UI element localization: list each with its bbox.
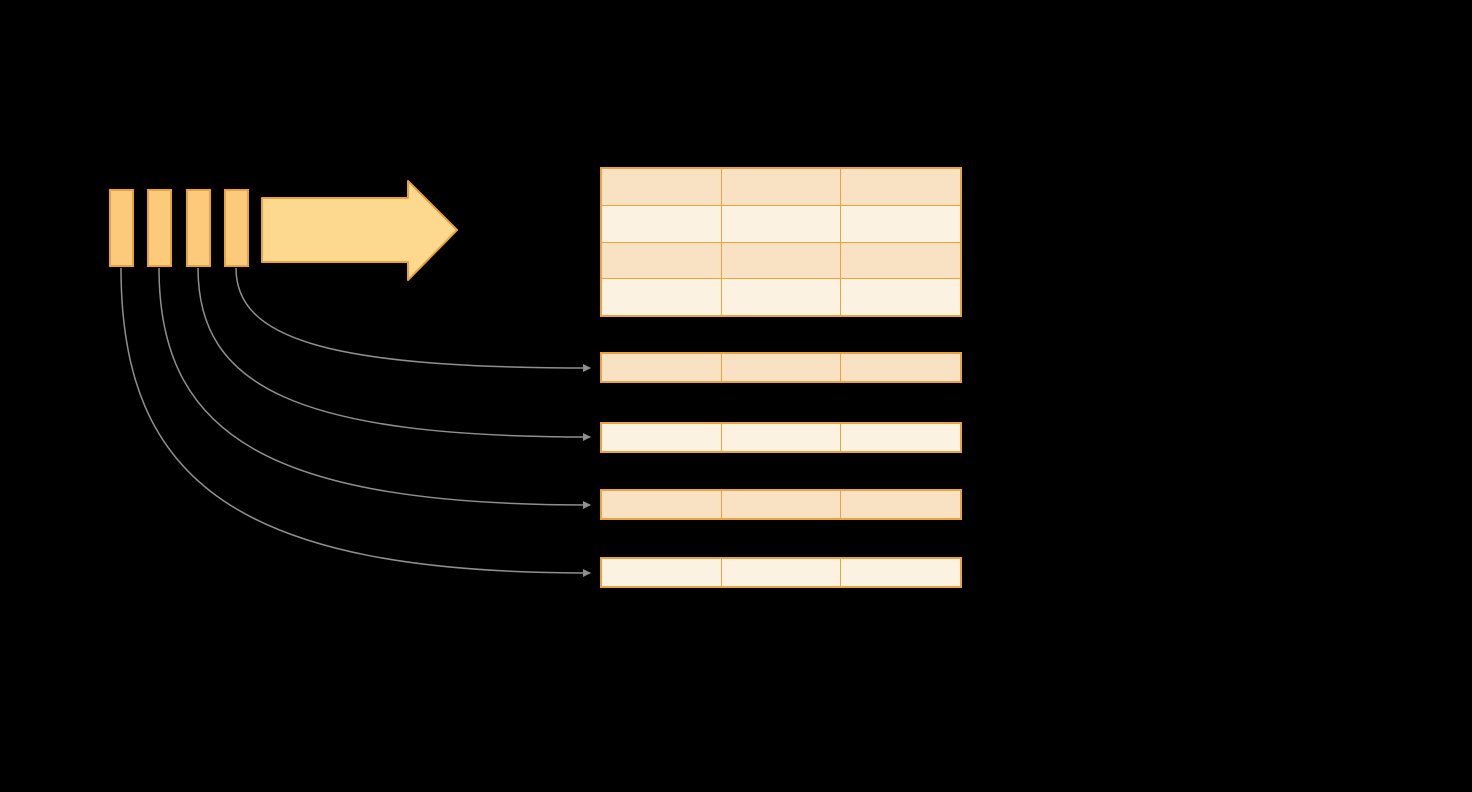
detached-row-1 [600, 352, 962, 383]
stream-bars [109, 189, 249, 267]
connectors-layer [120, 267, 591, 577]
table-row [602, 204, 961, 242]
detached-row-3 [600, 489, 962, 520]
main-table [600, 167, 962, 317]
table-cell [840, 242, 961, 279]
table-cell [602, 169, 721, 205]
table-cell [602, 279, 721, 315]
table-cell [602, 491, 721, 518]
table-cell [840, 354, 961, 381]
table-row [602, 354, 961, 381]
flow-right-arrow-icon [261, 180, 458, 281]
table-cell [840, 559, 961, 586]
table-cell [602, 242, 721, 279]
stream-bar-1 [109, 189, 134, 267]
table-cell [840, 169, 961, 205]
connector-bar2-row3 [158, 267, 591, 509]
table-row [602, 278, 961, 315]
table-cell [720, 424, 841, 451]
table-cell [602, 424, 721, 451]
table-row [602, 491, 961, 518]
table-row [602, 559, 961, 586]
table-row [602, 241, 961, 279]
table-cell [720, 491, 841, 518]
table-cell [720, 169, 841, 205]
table-cell [720, 354, 841, 381]
table-row [602, 169, 961, 205]
detached-row-2 [600, 422, 962, 453]
table-cell [602, 354, 721, 381]
stream-bar-3 [186, 189, 211, 267]
table-cell [720, 205, 841, 242]
table-cell [602, 205, 721, 242]
table-cell [720, 242, 841, 279]
table-cell [720, 559, 841, 586]
stream-bar-4 [224, 189, 249, 267]
detached-row-4 [600, 557, 962, 588]
connector-bar4-row1 [235, 267, 591, 372]
table-cell [720, 279, 841, 315]
table-cell [840, 491, 961, 518]
table-cell [602, 559, 721, 586]
table-cell [840, 205, 961, 242]
table-row [602, 424, 961, 451]
table-cell [840, 424, 961, 451]
connector-bar3-row2 [197, 267, 591, 441]
table-cell [840, 279, 961, 315]
stream-bar-2 [147, 189, 172, 267]
connector-bar1-row4 [120, 267, 591, 577]
